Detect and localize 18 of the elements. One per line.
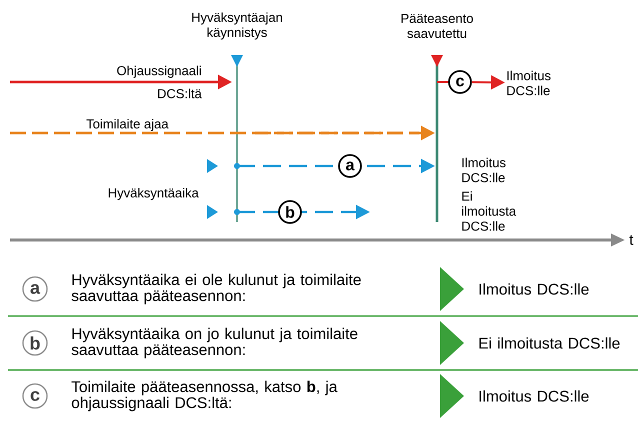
result-text: Ei ilmoitusta DCS:lle xyxy=(479,337,620,349)
letter-badge: b xyxy=(22,330,48,356)
axis-label: t xyxy=(629,235,634,245)
result-text: Ilmoitus DCS:lle xyxy=(480,283,589,295)
letter-badge: c xyxy=(22,383,48,409)
signal-label: Ohjaussignaali DCS:ltä xyxy=(117,66,202,98)
signal-label: Hyväksyntäaika xyxy=(108,188,199,200)
condition-text: Hyväksyntäaika ei ole kulunut ja toimilaite saavuttaa pääteasennon: xyxy=(72,274,361,304)
condition-text: Toimilaite pääteasennossa, katso b, ja ohjaussignaali DCS:ltä: xyxy=(72,380,338,412)
event-label: Pääteasento saavutettu xyxy=(402,14,473,38)
result-label: Ilmoitus DCS:lle xyxy=(507,70,551,96)
result-label: Ei ilmoitusta DCS:lle xyxy=(462,191,516,231)
condition-text: Hyväksyntäaika on jo kulunut ja toimilaite saavuttaa pääteasennon: xyxy=(72,328,358,358)
result-label: Ilmoitus DCS:lle xyxy=(462,158,506,182)
letter-badge: a xyxy=(22,276,48,302)
result-text: Ilmoitus DCS:lle xyxy=(480,390,589,402)
event-label: Hyväksyntäajan käynnistys xyxy=(192,12,282,40)
signal-label: Toimilaite ajaa xyxy=(86,118,169,132)
